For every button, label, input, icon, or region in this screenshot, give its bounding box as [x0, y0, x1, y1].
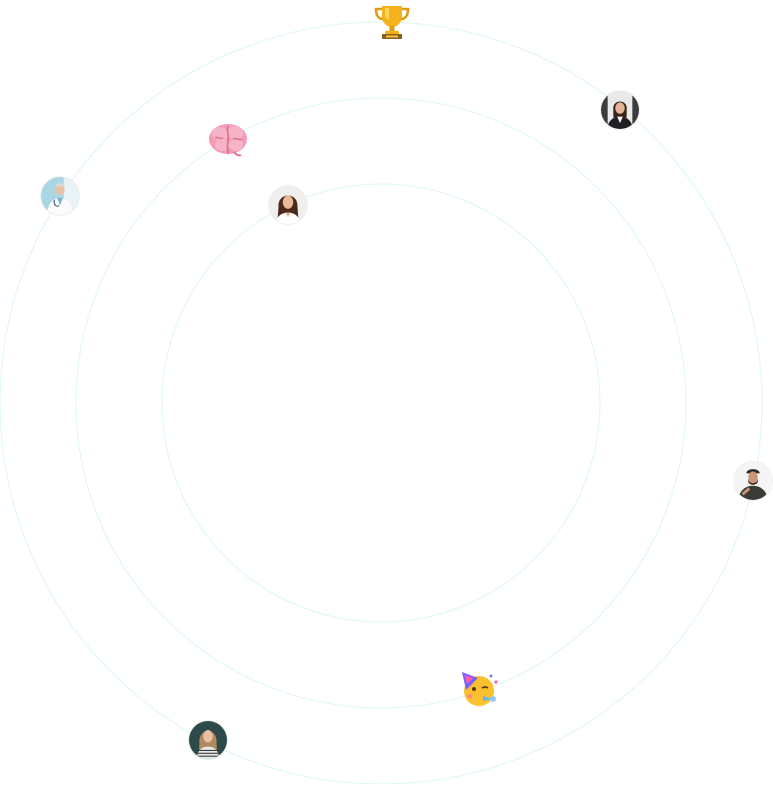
- outer-orbit: [0, 21, 763, 785]
- avatar-man-beard-hat: [733, 461, 773, 501]
- partying-face-icon: [458, 668, 502, 712]
- avatar-woman-striped-top: [188, 720, 228, 760]
- avatar-woman-long-hair: [268, 185, 308, 225]
- middle-orbit: [75, 97, 687, 709]
- avatar-woman-dark-blazer: [600, 90, 640, 130]
- inner-orbit: [161, 183, 601, 623]
- trophy-icon: [370, 0, 414, 44]
- brain-icon: [206, 118, 250, 162]
- avatar-doctor-white-coat: [40, 176, 80, 216]
